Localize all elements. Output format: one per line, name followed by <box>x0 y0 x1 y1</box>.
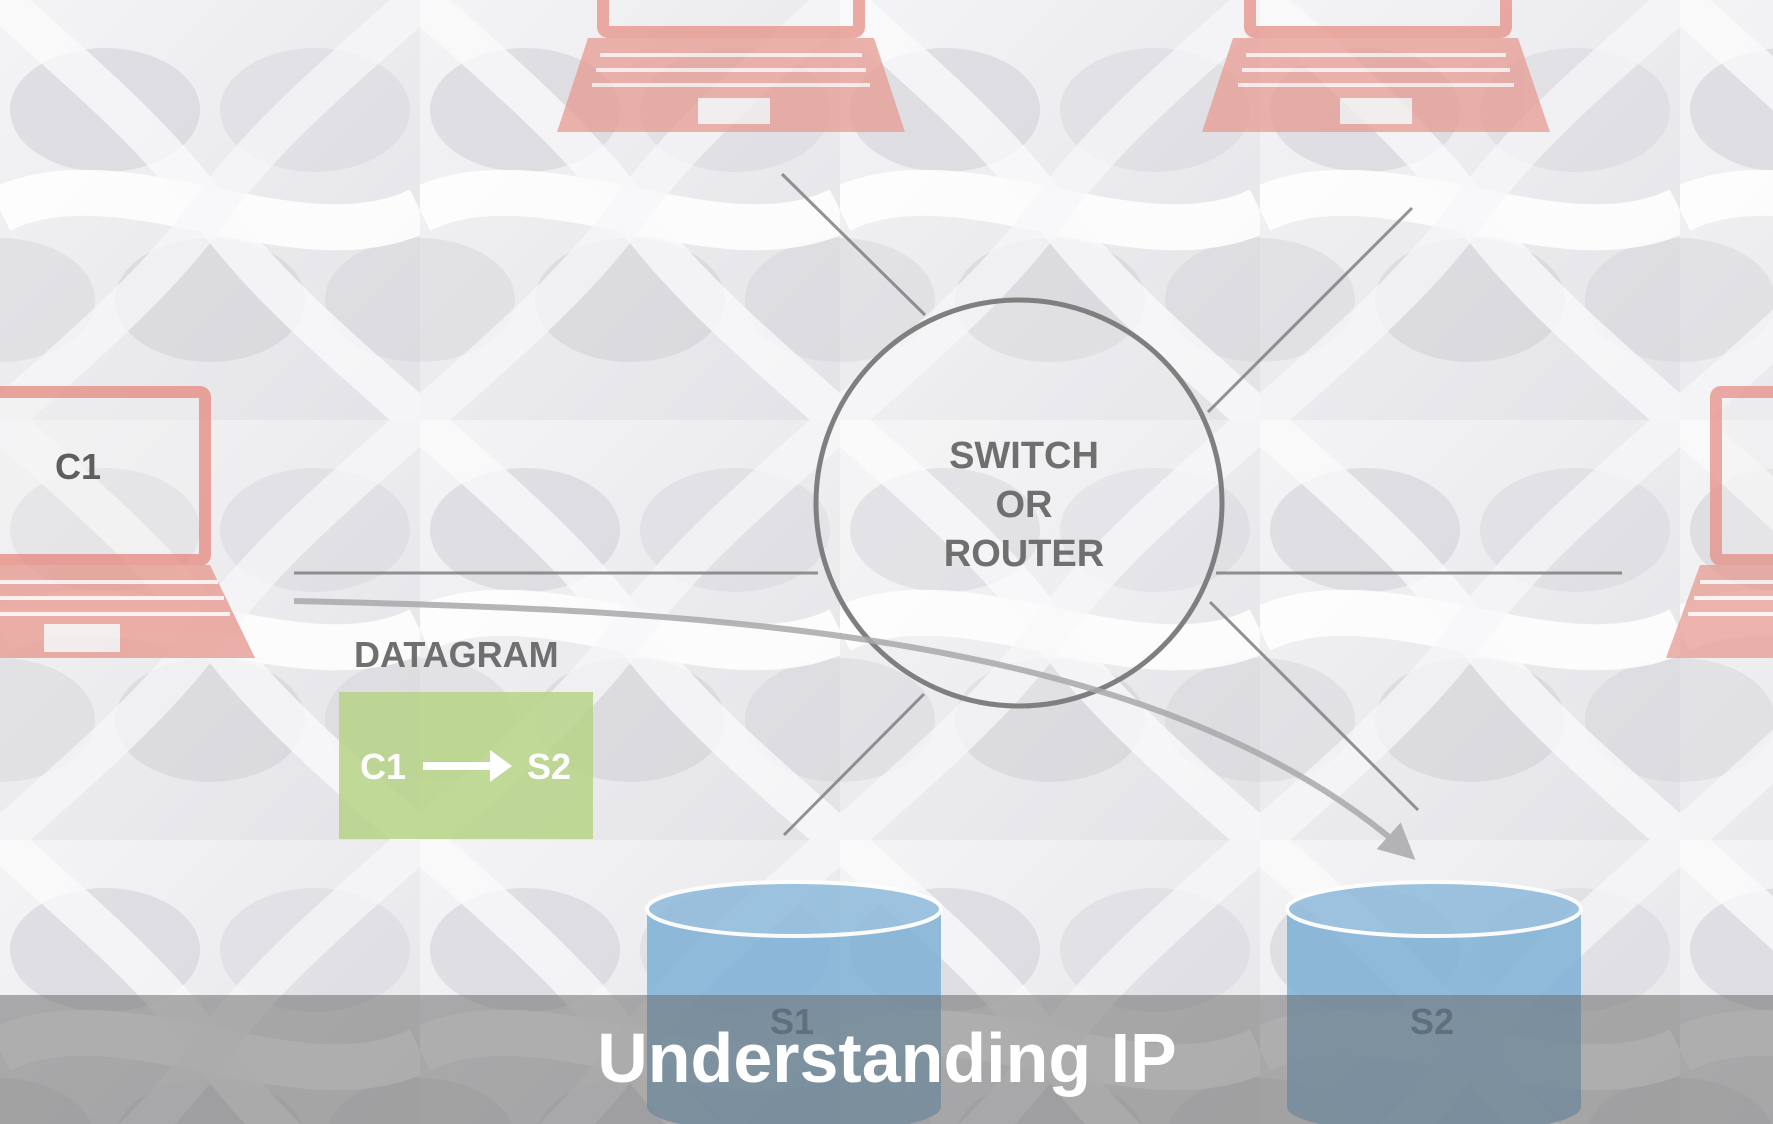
laptop-c1-icon <box>0 386 255 658</box>
laptop-icon <box>1666 386 1773 658</box>
switch-label-line2: OR <box>996 484 1053 526</box>
laptop-icon <box>557 0 905 132</box>
switch-router-circle <box>813 297 1225 709</box>
caption-bar <box>0 995 1773 1124</box>
datagram-heading: DATAGRAM <box>354 634 559 675</box>
switch-label-line1: SWITCH <box>949 435 1099 477</box>
link-bottom-left <box>782 692 926 837</box>
link-top-left <box>780 172 927 317</box>
caption-title: Understanding IP <box>597 1019 1176 1097</box>
s1-label: S1 <box>770 1001 814 1042</box>
datagram-route-arrow <box>293 598 1416 860</box>
connection-lines <box>294 172 1622 837</box>
datagram-source: C1 <box>360 746 406 787</box>
datagram-destination: S2 <box>527 746 571 787</box>
link-bottom-right <box>1208 600 1420 812</box>
link-top-right <box>1206 206 1414 414</box>
s2-label: S2 <box>1410 1001 1454 1042</box>
datagram-arrow-icon <box>423 750 512 782</box>
datagram-box: C1 S2 <box>339 692 593 839</box>
c1-label: C1 <box>55 446 101 487</box>
switch-router-node: SWITCH OR ROUTER <box>813 297 1225 709</box>
switch-label-line3: ROUTER <box>944 533 1104 575</box>
laptop-icon <box>1202 0 1550 132</box>
